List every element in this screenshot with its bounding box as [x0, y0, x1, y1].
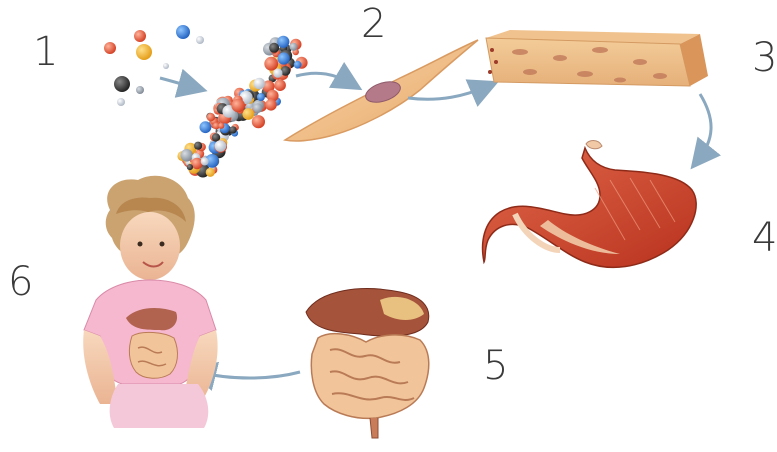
stomach-organ-icon — [483, 141, 697, 268]
atoms-molecules-icon — [104, 25, 204, 106]
step-number-3: 3 — [752, 38, 777, 78]
arrow-2-to-3 — [296, 73, 352, 84]
step-number-1: 1 — [33, 32, 58, 72]
arrow-4-to-5 — [698, 94, 711, 160]
protein-molecule-icon — [177, 36, 307, 178]
step-number-6: 6 — [8, 262, 33, 302]
child-organism-icon — [83, 176, 217, 428]
muscle-tissue-icon — [486, 30, 708, 86]
digestive-system-icon — [306, 289, 429, 438]
step-number-4: 4 — [752, 218, 777, 258]
step-number-2: 2 — [361, 4, 386, 44]
arrow-1-to-2 — [160, 78, 196, 88]
muscle-cell-icon — [285, 40, 478, 141]
step-number-5: 5 — [483, 346, 508, 386]
